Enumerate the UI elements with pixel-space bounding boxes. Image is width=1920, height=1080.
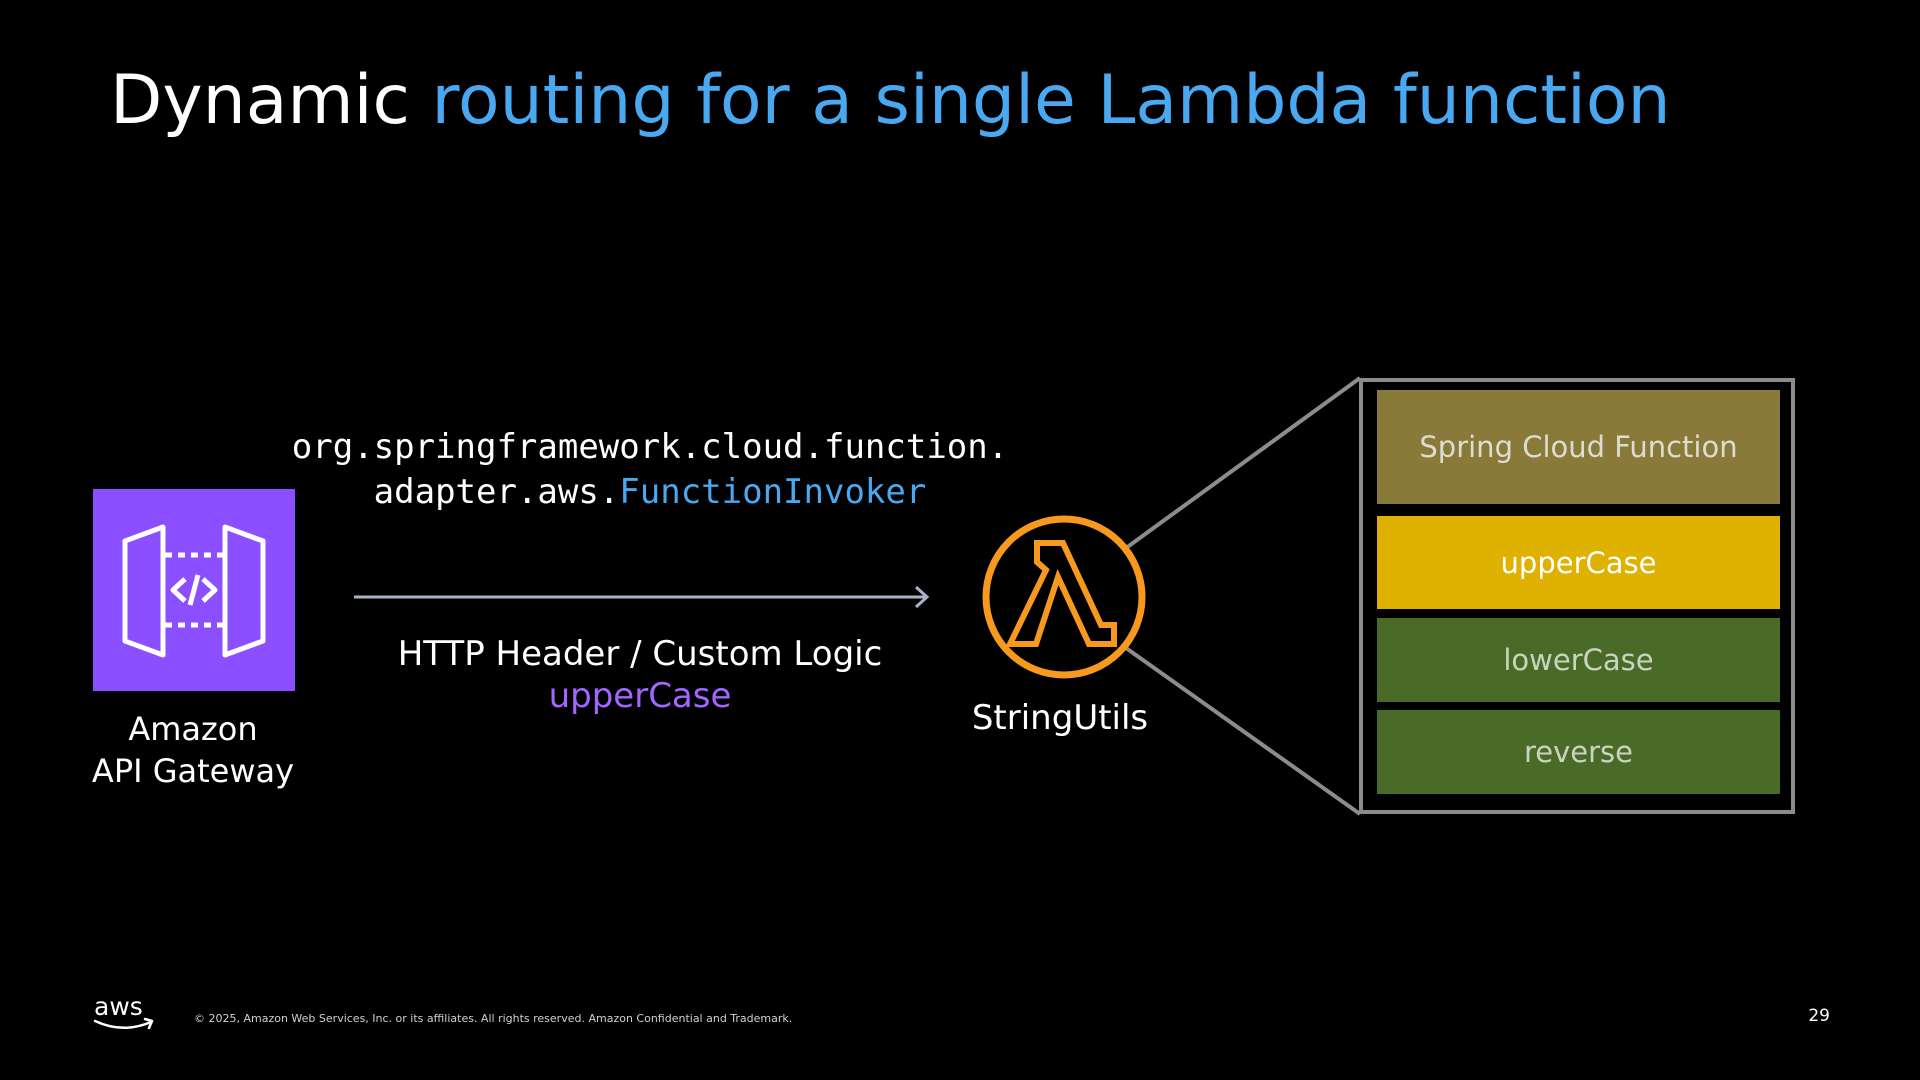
slide-title: Dynamic routing for a single Lambda func… bbox=[110, 56, 1671, 146]
function-invoker-class: org.springframework.cloud.function. adap… bbox=[250, 425, 1050, 515]
api-gateway-label-line2: API Gateway bbox=[91, 752, 295, 790]
reverse-function-layer: reverse bbox=[1377, 710, 1780, 794]
routing-arrow bbox=[354, 585, 930, 609]
api-gateway-label-line1: Amazon bbox=[128, 710, 258, 748]
page-number: 29 bbox=[1808, 1006, 1830, 1026]
api-gateway-label: Amazon API Gateway bbox=[62, 708, 324, 792]
title-accent: routing for a single Lambda function bbox=[431, 61, 1671, 140]
function-stack-frame bbox=[1359, 378, 1795, 814]
title-plain: Dynamic bbox=[110, 61, 410, 140]
invoker-line1: org.springframework.cloud.function. bbox=[291, 427, 1009, 467]
lambda-function-label: StringUtils bbox=[971, 698, 1149, 738]
invoker-class-name: FunctionInvoker bbox=[619, 472, 927, 512]
routing-method: HTTP Header / Custom Logic bbox=[397, 634, 883, 674]
lowercase-function-layer: lowerCase bbox=[1377, 618, 1780, 702]
copyright-notice: © 2025, Amazon Web Services, Inc. or its… bbox=[194, 1012, 793, 1025]
uppercase-function-layer: upperCase bbox=[1377, 516, 1780, 609]
routing-label: HTTP Header / Custom Logic upperCase bbox=[360, 633, 920, 717]
lambda-icon bbox=[982, 515, 1146, 679]
api-gateway-icon bbox=[93, 489, 295, 691]
invoker-package: adapter.aws. bbox=[373, 472, 620, 512]
spring-cloud-function-layer: Spring Cloud Function bbox=[1377, 390, 1780, 504]
aws-logo-text: aws bbox=[94, 994, 143, 1021]
invoker-line2: adapter.aws.FunctionInvoker bbox=[250, 470, 1050, 515]
routing-function: upperCase bbox=[548, 676, 732, 716]
aws-logo: aws bbox=[93, 994, 154, 1030]
